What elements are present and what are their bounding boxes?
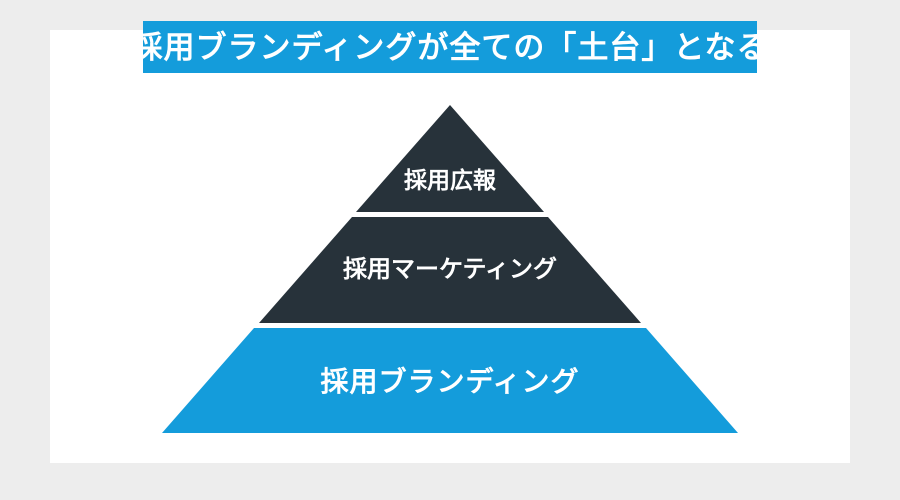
pyramid-tier-top bbox=[356, 105, 544, 212]
tier-bottom-label: 採用ブランディング bbox=[320, 365, 579, 397]
title-text: 採用ブランディングが全ての「土台」となる bbox=[132, 30, 769, 65]
tier-middle-label: 採用マーケティング bbox=[343, 256, 557, 283]
tier-top-label: 採用広報 bbox=[404, 167, 497, 193]
pyramid-tier-middle bbox=[259, 217, 641, 323]
pyramid-tier-bottom bbox=[162, 328, 738, 433]
title-banner bbox=[143, 21, 757, 73]
